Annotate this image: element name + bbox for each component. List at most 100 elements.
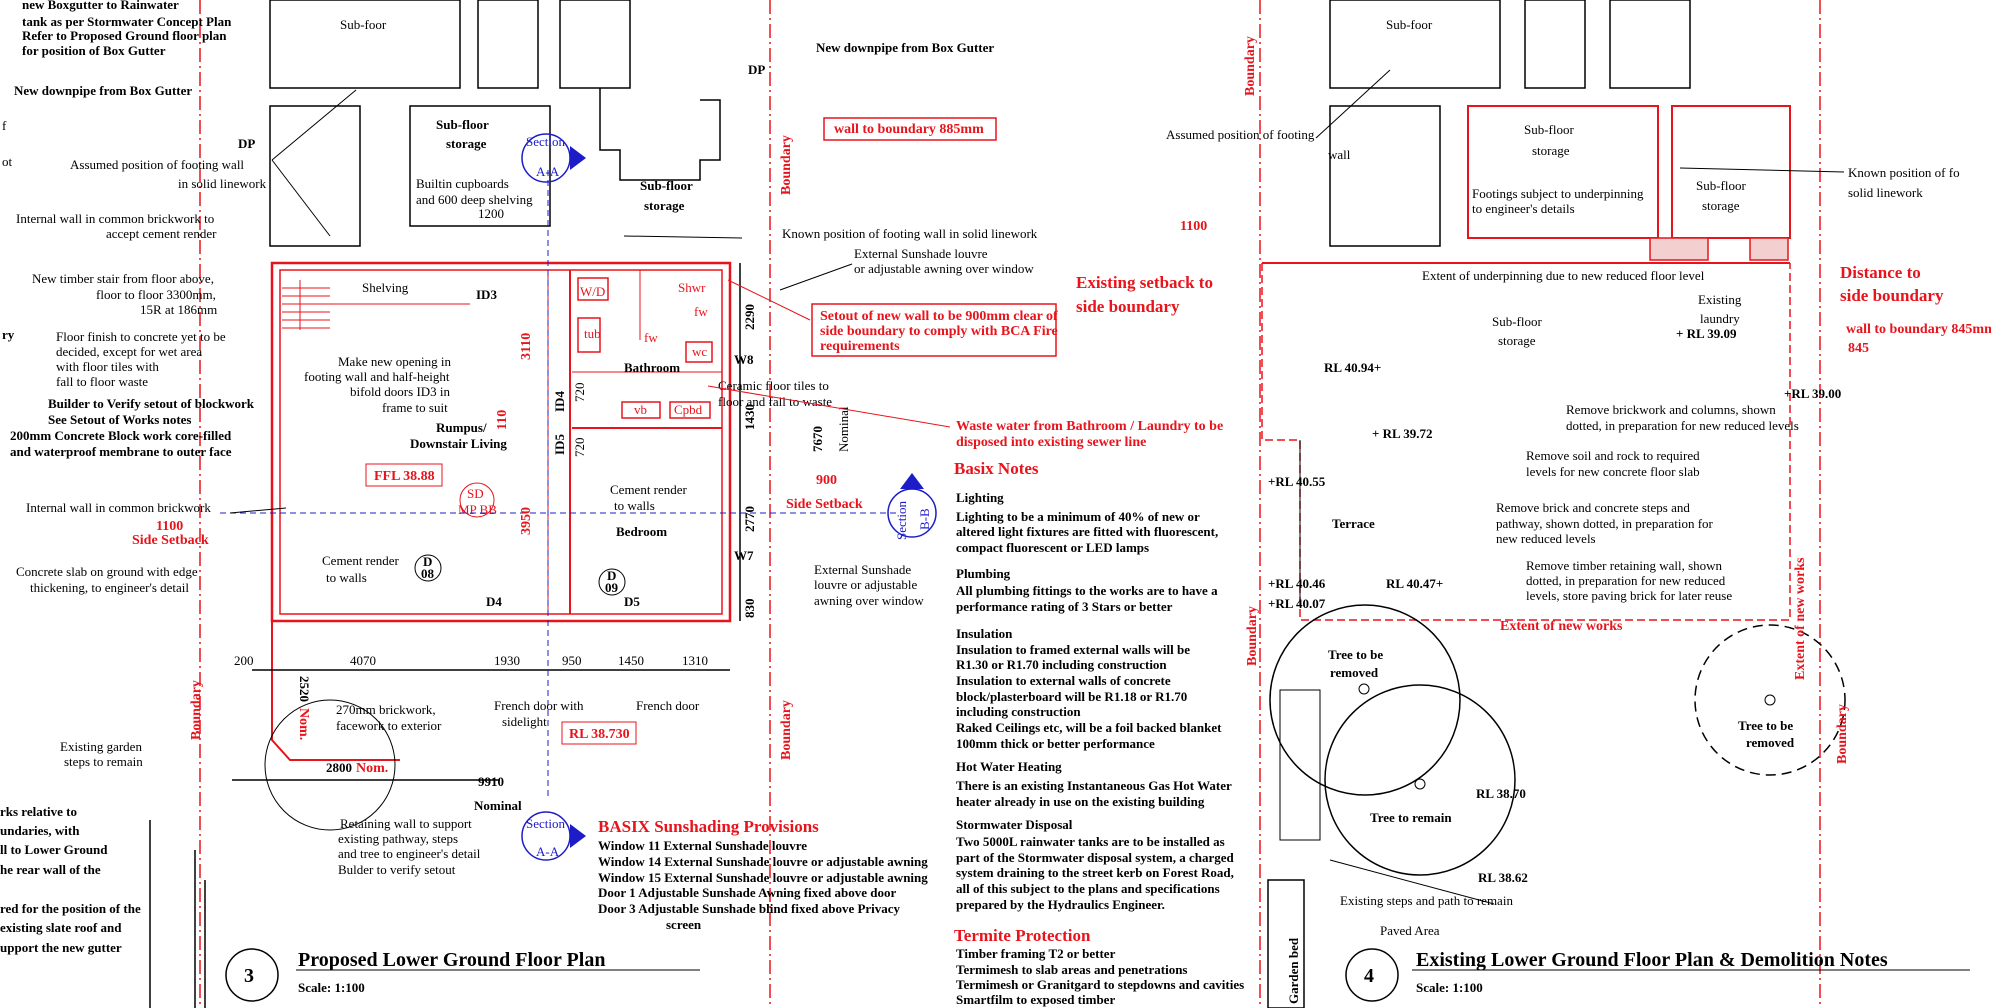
room-subfloor-storage: Sub-floor	[640, 178, 693, 193]
existing-setback-label: Existing setback to	[1076, 273, 1213, 292]
note-clipped: he rear wall of the	[0, 862, 101, 877]
room-subfloor-storage: Sub-floor	[1492, 314, 1543, 329]
note-cement-render: to walls	[326, 570, 367, 585]
basix-line: Insulation to framed external walls will…	[956, 642, 1190, 657]
dim-3110: 3110	[519, 333, 534, 360]
smoke-detector-symbol	[459, 482, 495, 518]
label-nom: Nom.	[356, 761, 388, 776]
note-footings: to engineer's details	[1472, 201, 1575, 216]
note-retaining: Retaining wall to support	[340, 816, 472, 831]
room-subfloor-storage: storage	[1702, 198, 1740, 213]
fixture-vb: vb	[634, 402, 647, 417]
note-ext-louvre: External Sunshade louvre	[854, 246, 988, 261]
room-subfloor-storage: storage	[644, 198, 685, 213]
note-clipped: upport the new gutter	[0, 940, 122, 955]
room-subfloor-storage: storage	[1498, 333, 1536, 348]
note-steps-remain: Existing steps and path to remain	[1340, 893, 1513, 908]
basix-notes: Existing setback to side boundary Basix …	[954, 273, 1244, 1007]
existing-setback-label: side boundary	[1076, 297, 1180, 316]
termite-line: Termimesh or Granitgard to stepdowns and…	[956, 977, 1244, 992]
tag-w7: W7	[734, 548, 754, 563]
label-boundary: Boundary	[1245, 606, 1260, 666]
note-stair: 15R at 186mm	[140, 302, 217, 317]
label-extent-new-works: Extent of new works	[1793, 557, 1808, 680]
dim-7670: 7670	[810, 426, 825, 452]
basix-line: prepared by the Hydraulics Engineer.	[956, 897, 1165, 912]
red-leader-lines	[707, 279, 951, 428]
note-stair: floor to floor 3300mm,	[96, 287, 216, 302]
note-cement-render: Cement render	[322, 553, 400, 568]
tag-id3: ID3	[476, 287, 497, 302]
note-downpipe-right: New downpipe from Box Gutter	[816, 40, 994, 55]
tree-label: removed	[1330, 665, 1379, 680]
fixture-fw: fw	[644, 330, 658, 345]
note-stair: New timber stair from floor above,	[32, 271, 214, 286]
dim-200: 200	[234, 653, 254, 668]
note-builder: Builder to Verify setout of blockwork	[48, 396, 255, 411]
level-ffl: FFL 38.88	[374, 469, 435, 484]
dim-2770: 2770	[742, 506, 757, 532]
basix-sunshading: BASIX Sunshading Provisions Window 11 Ex…	[598, 817, 928, 932]
note-remove-soil: levels for new concrete floor slab	[1526, 464, 1700, 479]
room-subfoor: Sub-foor	[1386, 17, 1433, 32]
note-builtin: and 600 deep shelving	[416, 192, 533, 207]
note-assumed-footing: Assumed position of footing	[1166, 127, 1315, 142]
note-ext-sunshade: awning over window	[814, 593, 924, 608]
room-subfloor-storage: Sub-floor	[1696, 178, 1747, 193]
note-ceramic: floor and fall to waste	[718, 394, 832, 409]
plan-number: 3	[244, 965, 254, 987]
label-nom: Nom.	[296, 708, 311, 740]
basix-section-title: Hot Water Heating	[956, 759, 1062, 774]
room-subfloor-storage: storage	[1532, 143, 1570, 158]
note-underpinning: Extent of underpinning due to new reduce…	[1422, 268, 1705, 283]
tree-label: Tree to be	[1738, 718, 1793, 733]
section-arrow	[570, 824, 586, 848]
note-setout: Setout of new wall to be 900mm clear of	[820, 309, 1058, 324]
level-rl: RL 40.94+	[1324, 360, 1381, 375]
section-label: Section	[526, 134, 565, 149]
edge-text: ot	[2, 154, 13, 169]
plan-scale: Scale: 1:100	[1416, 980, 1483, 995]
dim-1930: 1930	[494, 653, 520, 668]
level-rl: + RL 39.72	[1372, 426, 1433, 441]
note-footings: Footings subject to underpinning	[1472, 186, 1644, 201]
sunshading-line: Window 14 External Sunshade louvre or ad…	[598, 854, 928, 869]
door-tag-text: 08	[421, 566, 435, 581]
rl-box	[561, 721, 637, 745]
section-lines	[220, 170, 900, 800]
fixture-tub: tub	[584, 326, 601, 341]
room-subfoor: Sub-foor	[340, 17, 387, 32]
termite-line: Smartfilm to exposed timber	[956, 992, 1115, 1007]
label-paved-area: Paved Area	[1380, 923, 1440, 938]
basix-line: performance rating of 3 Stars or better	[956, 599, 1173, 614]
dim-3950: 3950	[519, 507, 534, 535]
basix-line: Raked Ceilings etc, will be a foil backe…	[956, 720, 1222, 735]
tag-dp: DP	[238, 136, 255, 151]
note-remove-steps: new reduced levels	[1496, 531, 1596, 546]
fixture-wd: W/D	[580, 284, 605, 299]
tree-trunk	[1764, 694, 1776, 706]
note-floor-finish: fall to floor waste	[56, 374, 148, 389]
section-arrow	[570, 146, 586, 170]
section-label: Section	[526, 816, 565, 831]
dim-4070: 4070	[350, 653, 376, 668]
note-clipped: rks relative to	[0, 804, 77, 819]
note-clipped: existing slate roof and	[0, 920, 122, 935]
note-french-door: French door	[636, 698, 700, 713]
note-builder: 200mm Concrete Block work core-filled	[10, 428, 232, 443]
note-new-opening: frame to suit	[382, 400, 448, 415]
tag-id5: ID5	[552, 434, 567, 455]
tag-w8: W8	[734, 352, 754, 367]
basix-line: All plumbing fittings to the works are t…	[956, 583, 1218, 598]
level-rl: RL 40.47+	[1386, 576, 1443, 591]
plan-title: Existing Lower Ground Floor Plan & Demol…	[1416, 949, 1888, 971]
note-assumed-footing: wall	[1328, 147, 1351, 162]
basix-heading: Basix Notes	[954, 459, 1039, 478]
basix-line: all of this subject to the plans and spe…	[956, 881, 1220, 896]
tag-dp: DP	[748, 62, 765, 77]
note-builtin: Builtin cupboards	[416, 176, 509, 191]
note-boxgutter: Refer to Proposed Ground floor plan	[22, 28, 227, 43]
note-new-opening: footing wall and half-height	[304, 369, 450, 384]
door-tag-d08	[414, 554, 442, 582]
note-retaining: existing pathway, steps	[338, 831, 458, 846]
